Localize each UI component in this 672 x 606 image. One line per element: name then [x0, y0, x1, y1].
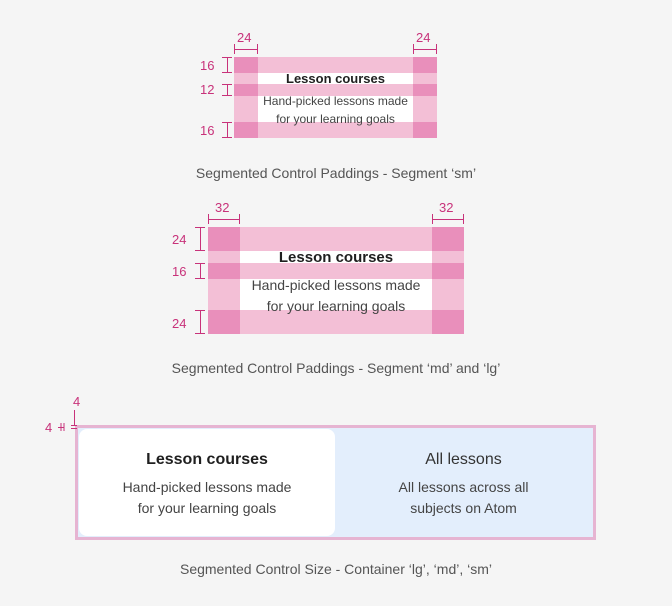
padding-corner: [432, 263, 464, 279]
caption-sm: Segmented Control Paddings - Segment ‘sm…: [195, 165, 477, 181]
dim-label-right-width: 32: [439, 200, 454, 215]
padding-corner: [234, 84, 258, 96]
title-box: [240, 251, 432, 263]
dim-line-bottom: [222, 122, 232, 138]
dim-label-bottom: 16: [200, 123, 215, 138]
dim-line-right-width: [432, 214, 464, 224]
dim-line-gap: [195, 263, 205, 279]
subtitle-box: [240, 279, 432, 310]
padding-corner: [234, 57, 258, 73]
segment-subtitle-line2: for your learning goals: [266, 298, 406, 314]
subtitle-box: [258, 96, 413, 122]
dim-line-left-width: [208, 214, 240, 224]
padding-corner: [432, 227, 464, 251]
dim-line-left: [58, 423, 65, 431]
padding-corner: [208, 310, 240, 334]
padding-corner: [413, 84, 437, 96]
dim-line-right-width: [413, 44, 437, 54]
padding-corner: [432, 310, 464, 334]
dim-label-top: 24: [172, 232, 187, 247]
padding-corner: [413, 57, 437, 73]
segment-title: Lesson courses: [278, 249, 394, 266]
padding-corner: [413, 122, 437, 138]
padding-corner: [234, 122, 258, 138]
title-box: [258, 73, 413, 84]
dim-line-left-width: [234, 44, 258, 54]
segment-subtitle-line1: Hand-picked lessons made: [251, 277, 421, 293]
segment-active-subtitle-line1: Hand-picked lessons made: [122, 479, 292, 495]
segment-active[interactable]: [79, 429, 335, 536]
dim-line-top: [71, 410, 77, 429]
dim-label-top: 16: [200, 58, 215, 73]
segment-inactive-subtitle-line2: subjects on Atom: [410, 500, 517, 516]
dim-label-bottom: 24: [172, 316, 187, 331]
dim-label-top: 4: [73, 394, 81, 409]
dim-label-left-width: 24: [237, 30, 252, 45]
dim-line-top: [195, 227, 205, 251]
segment-subtitle-line1: Hand-picked lessons made: [263, 94, 408, 108]
dim-label-gap: 12: [200, 82, 215, 97]
caption-md-lg: Segmented Control Paddings - Segment ‘md…: [171, 360, 501, 376]
segment-active-title: Lesson courses: [146, 451, 268, 468]
segment-inactive-subtitle-line1: All lessons across all: [398, 479, 529, 495]
padding-corner: [208, 263, 240, 279]
dim-label-left: 4: [45, 420, 53, 435]
segment-subtitle-line2: for your learning goals: [276, 112, 395, 126]
segment-inactive-title: All lessons: [425, 451, 502, 468]
padding-corner: [208, 227, 240, 251]
segment-active-subtitle-line2: for your learning goals: [137, 500, 277, 516]
segment-title: Lesson courses: [286, 71, 385, 86]
dim-line-top: [222, 57, 232, 73]
dim-line-bottom: [195, 310, 205, 334]
dim-label-right-width: 24: [416, 30, 431, 45]
dim-label-left-width: 32: [215, 200, 230, 215]
dim-label-gap: 16: [172, 264, 187, 279]
caption-container: Segmented Control Size - Container ‘lg’,…: [179, 561, 492, 577]
dim-line-gap: [222, 84, 232, 96]
